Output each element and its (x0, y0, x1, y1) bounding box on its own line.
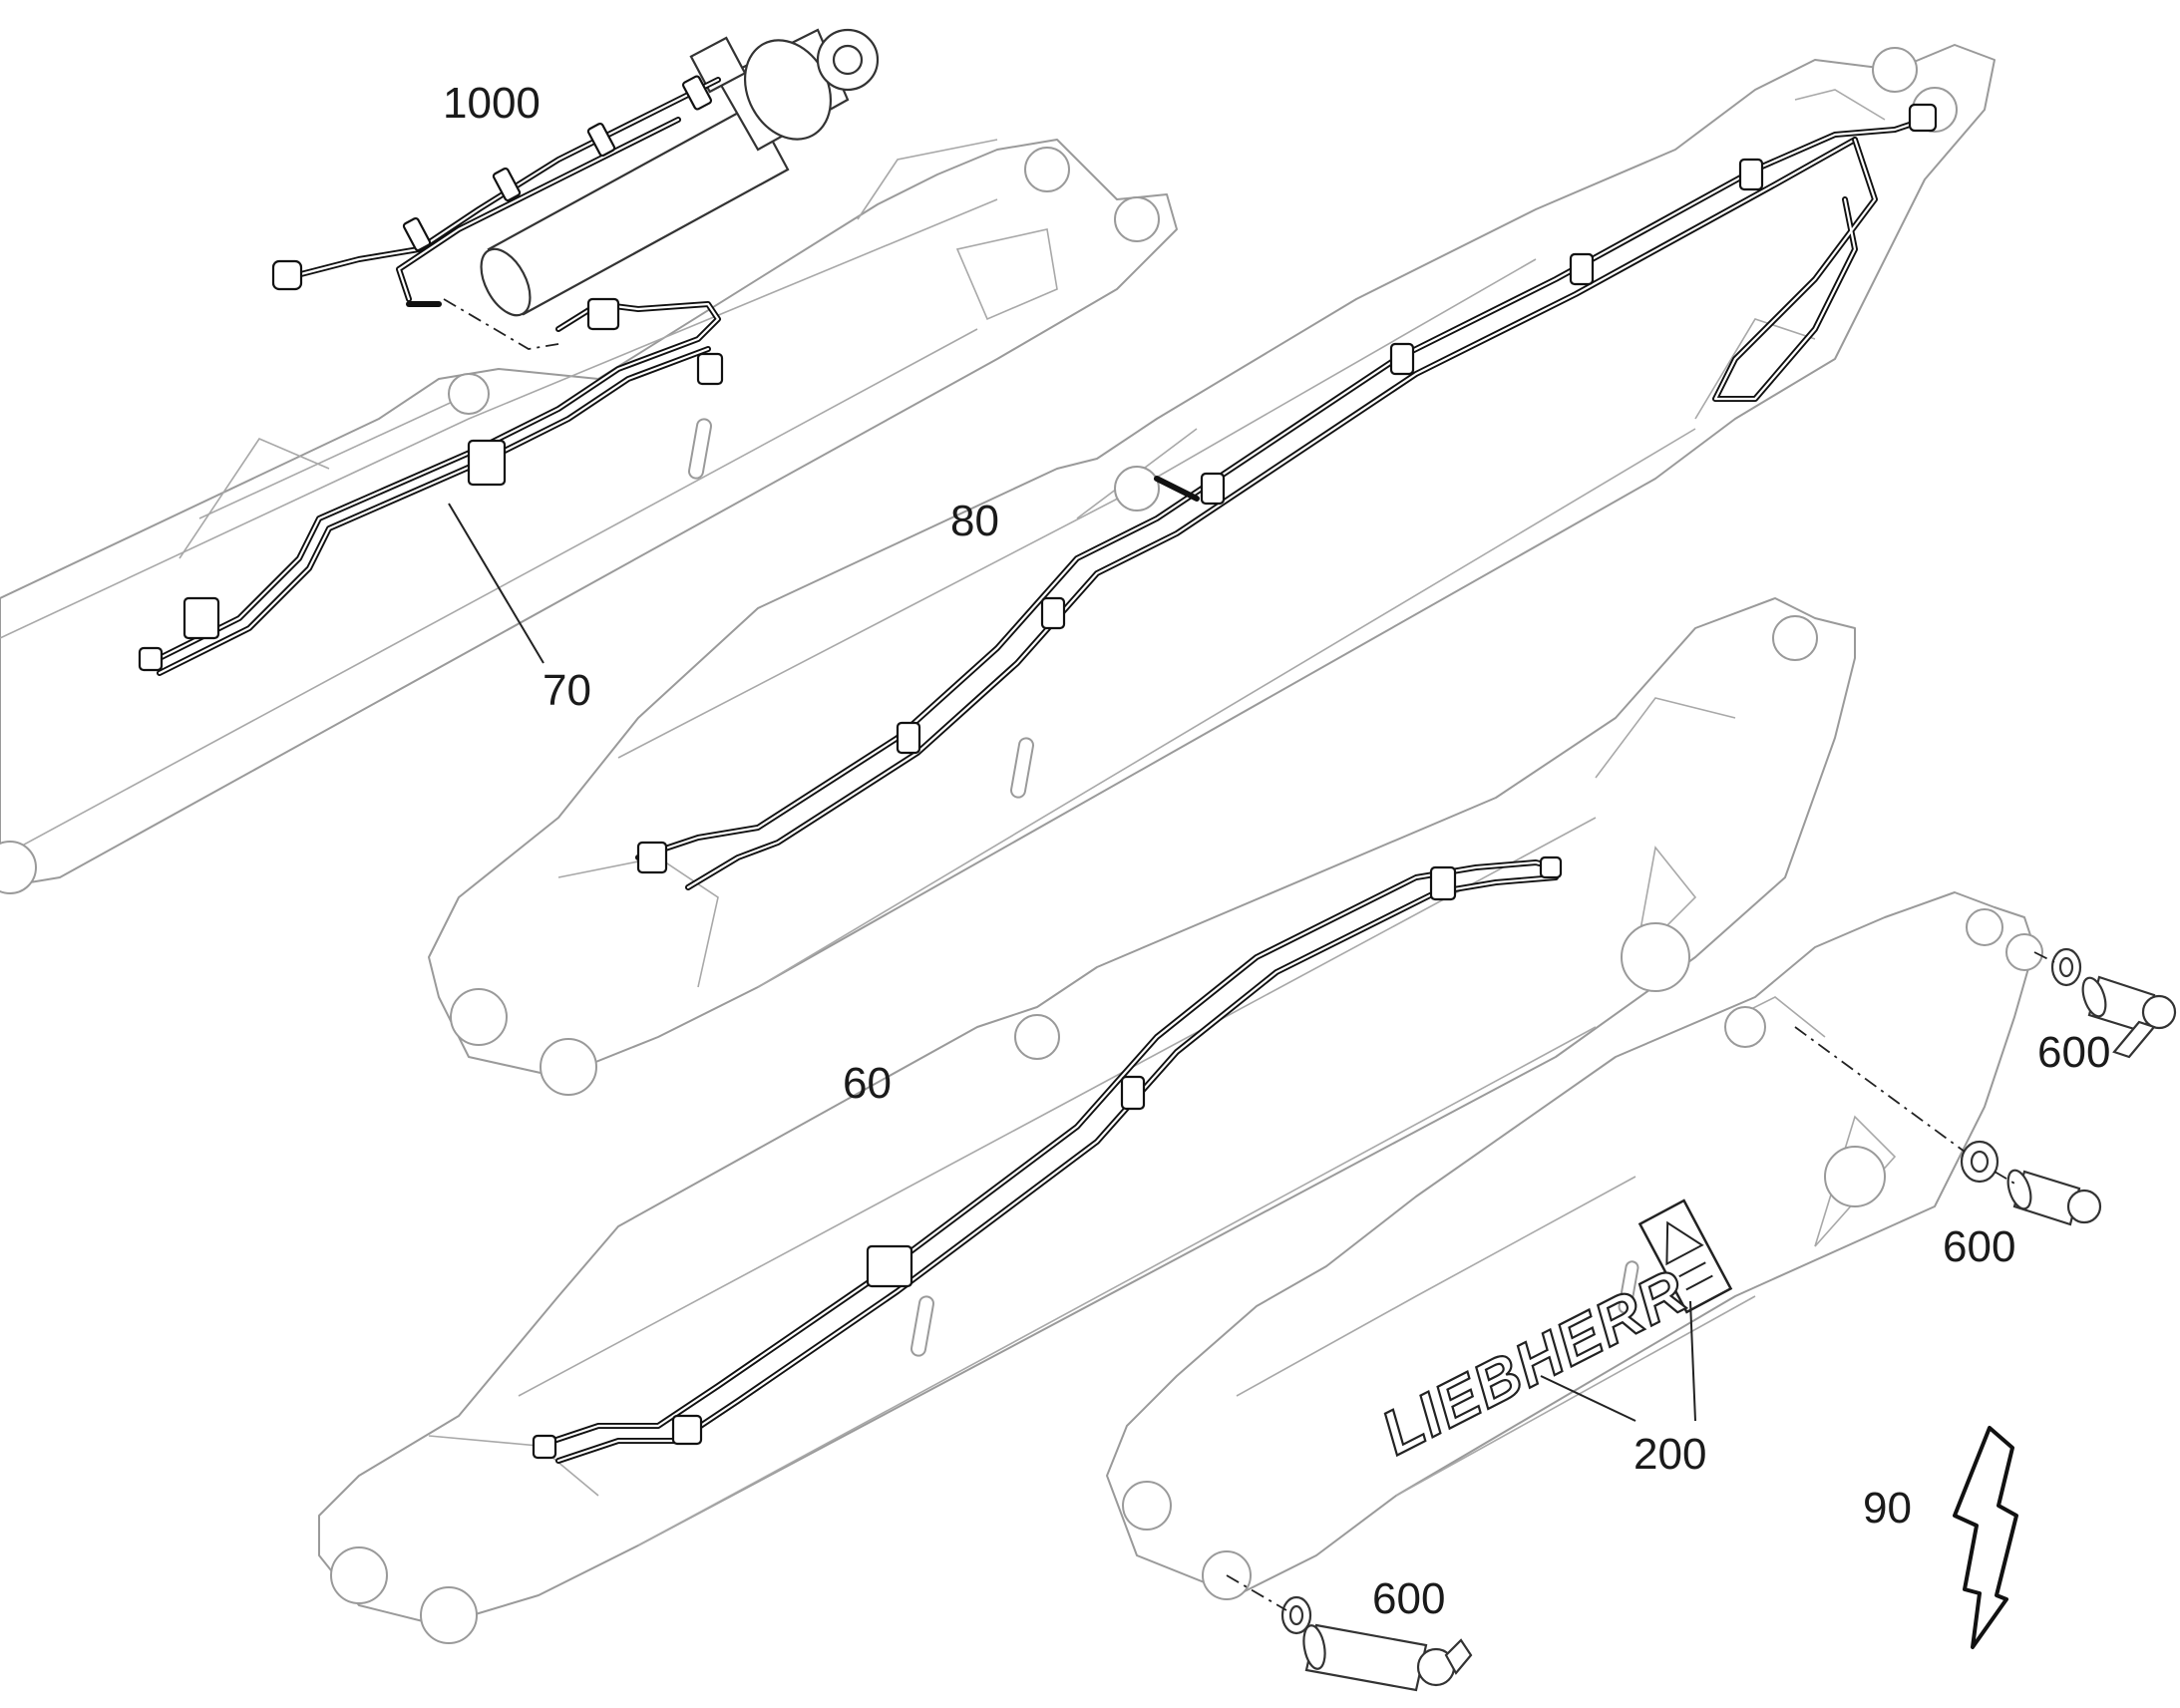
boom-middle (428, 44, 1996, 1096)
callout-60: 60 (843, 1059, 892, 1108)
leader-line-200a (1540, 1375, 1636, 1422)
hose-kit-1000 (271, 75, 721, 307)
callout-90: 90 (1863, 1484, 1912, 1533)
bolt-600-top (2050, 947, 2177, 1059)
callout-200: 200 (1634, 1430, 1706, 1479)
boom-upper-left (0, 139, 1178, 894)
stick-200: LIEBHERR (1106, 891, 2043, 1600)
callout-600-bottom: 600 (1372, 1574, 1445, 1623)
warning-decal-icon (1637, 1198, 1733, 1314)
callout-80: 80 (950, 497, 999, 545)
bolt-600-bottom (1280, 1595, 1473, 1692)
callout-70: 70 (543, 666, 591, 715)
line-80 (635, 103, 1938, 890)
assembly-dash-line-600-top (2033, 951, 2055, 963)
callout-600-top: 600 (2037, 1028, 2110, 1077)
callout-600-middle: 600 (1943, 1222, 2015, 1271)
leader-line-200b (1689, 1300, 1696, 1422)
assembly-dash-line-600-bottom (1226, 1574, 1287, 1611)
assembly-dash-line-600-middle (1794, 1026, 2017, 1186)
callout-1000: 1000 (443, 79, 541, 128)
cylinder-1000 (480, 28, 880, 317)
bolt-600-middle (1960, 1140, 2102, 1226)
leader-line-70 (448, 503, 545, 664)
assembly-dash-line-1000 (443, 298, 559, 350)
lightning-bolt-icon (1953, 1426, 2018, 1649)
line-60 (532, 855, 1563, 1464)
line-70 (138, 297, 724, 676)
